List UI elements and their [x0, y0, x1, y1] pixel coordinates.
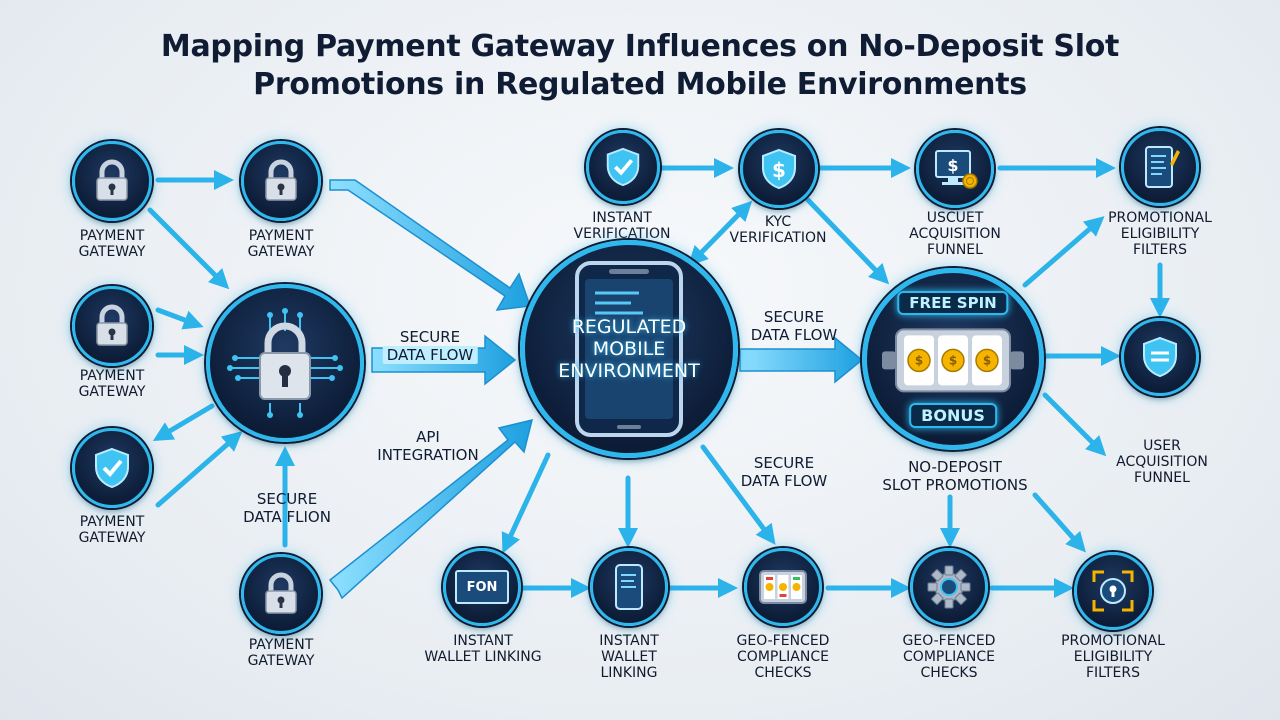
svg-text:$: $ — [947, 156, 958, 175]
instant-verification-node[interactable] — [586, 130, 660, 204]
padlock-icon — [261, 159, 301, 203]
no-deposit-slot-promotions-hub[interactable]: FREE SPIN $ $ $ BONUS — [862, 268, 1044, 450]
payment-gateway-node-5[interactable] — [241, 554, 321, 634]
thin-arrows — [147, 158, 1170, 598]
shield-dollar-icon: $ — [758, 147, 800, 191]
title-line-2: Promotions in Regulated Mobile Environme… — [253, 67, 1027, 102]
kyc-verification-node[interactable]: $ — [740, 130, 818, 208]
smartphone-icon — [569, 259, 689, 439]
shield-check-icon — [603, 146, 643, 188]
promotional-filters-top-node[interactable] — [1121, 128, 1199, 206]
free-spin-badge: FREE SPIN — [897, 291, 1009, 315]
slot-machine-icon: $ $ $ — [878, 325, 1028, 395]
padlock-icon — [92, 159, 132, 203]
padlock-icon — [261, 572, 301, 616]
svg-text:$: $ — [983, 353, 991, 367]
geo-fenced-slot-node[interactable] — [744, 548, 822, 626]
payment-gateway-node-4[interactable] — [72, 428, 152, 508]
bonus-badge: BONUS — [909, 403, 997, 428]
payment-gateway-node-2[interactable] — [241, 141, 321, 221]
payment-gateway-node-3[interactable] — [72, 286, 152, 366]
payment-gateway-node-1[interactable] — [72, 141, 152, 221]
fon-card-text: FON — [466, 579, 498, 595]
geo-fenced-gear-node[interactable] — [910, 548, 988, 626]
svg-text:$: $ — [949, 353, 957, 367]
regulated-mobile-environment-hub[interactable]: REGULATED MOBILE ENVIRONMENT — [520, 240, 738, 458]
tablet-pen-icon — [1140, 144, 1180, 190]
svg-text:$: $ — [772, 158, 786, 182]
monitor-dollar-icon: $ — [932, 147, 978, 191]
fon-card-icon: FON — [455, 570, 509, 604]
gear-icon — [926, 564, 972, 610]
wallet-phone-node[interactable] — [590, 548, 668, 626]
padlock-icon — [92, 304, 132, 348]
mobile-hub-text: REGULATED MOBILE ENVIRONMENT — [558, 316, 700, 382]
shield-right-node[interactable] — [1121, 318, 1199, 396]
svg-text:$: $ — [915, 353, 923, 367]
promotional-filters-bottom-node[interactable] — [1074, 552, 1152, 630]
secure-gateway-hub[interactable] — [206, 284, 364, 442]
target-lock-icon — [1090, 568, 1136, 614]
slot-reels-icon — [758, 569, 808, 605]
diagram-title: Mapping Payment Gateway Influences on No… — [0, 28, 1280, 104]
wallet-fon-node[interactable]: FON — [443, 548, 521, 626]
uscuet-funnel-node[interactable]: $ — [916, 130, 994, 208]
title-line-1: Mapping Payment Gateway Influences on No… — [160, 29, 1120, 64]
shield-check-icon — [92, 446, 132, 490]
shield-icon — [1140, 335, 1180, 379]
phone-icon — [614, 563, 644, 611]
circuit-padlock-icon — [220, 303, 350, 423]
secure-data-flow-left-label: SECURE DATA FLOW — [382, 328, 478, 364]
